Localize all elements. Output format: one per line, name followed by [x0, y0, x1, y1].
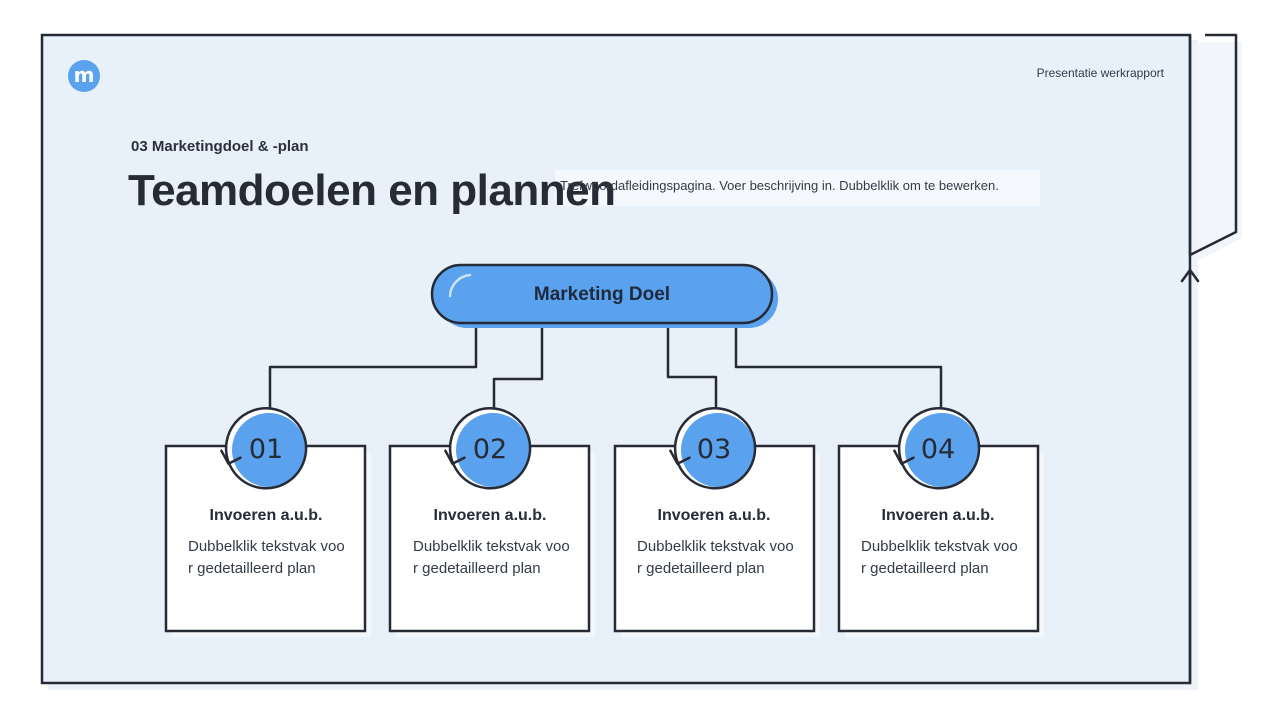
- card-title-2[interactable]: Invoeren a.u.b.: [433, 507, 547, 524]
- badge-circle: [681, 413, 755, 487]
- card-4: [837, 407, 1044, 637]
- badge-arc: [897, 407, 981, 490]
- card-title-3[interactable]: Invoeren a.u.b.: [657, 507, 771, 524]
- arrowhead-icon: [444, 449, 466, 465]
- badge-arc: [673, 407, 757, 490]
- card-number-3: 03: [696, 433, 732, 465]
- card-body-2[interactable]: Dubbelklik tekstvak voor gedetailleerd p…: [413, 538, 570, 577]
- page-title: Teamdoelen en plannen: [128, 166, 616, 215]
- card-2: [388, 407, 595, 637]
- card-number-1: 01: [248, 433, 284, 465]
- card-body-3[interactable]: Dubbelklik tekstvak voor gedetailleerd p…: [637, 538, 794, 577]
- card-number-2: 02: [472, 433, 508, 465]
- description-text[interactable]: Trefwoordafleidingspagina. Voer beschrij…: [560, 178, 999, 193]
- section-label: 03 Marketingdoel & -plan: [131, 138, 309, 155]
- badge-circle: [232, 413, 306, 487]
- card-number-4: 04: [920, 433, 956, 465]
- card-body-4[interactable]: Dubbelklik tekstvak voor gedetailleerd p…: [861, 538, 1018, 577]
- badge-arc: [224, 407, 308, 490]
- badge-circle: [905, 413, 979, 487]
- arrowhead-icon: [220, 449, 242, 465]
- card-3: [613, 407, 820, 637]
- badge-arc: [448, 407, 532, 490]
- report-label: Presentatie werkrapport: [1036, 66, 1164, 80]
- card-title-4[interactable]: Invoeren a.u.b.: [881, 507, 995, 524]
- badge-circle: [456, 413, 530, 487]
- arrowhead-icon: [669, 449, 691, 465]
- arrowhead-icon: [893, 449, 915, 465]
- brand-logo: m: [68, 60, 100, 92]
- logo-letter: m: [73, 62, 95, 87]
- card-1: [164, 407, 371, 637]
- card-body-1[interactable]: Dubbelklik tekstvak voor gedetailleerd p…: [188, 538, 345, 577]
- marketing-goal-label[interactable]: Marketing Doel: [533, 284, 671, 305]
- card-title-1[interactable]: Invoeren a.u.b.: [209, 507, 323, 524]
